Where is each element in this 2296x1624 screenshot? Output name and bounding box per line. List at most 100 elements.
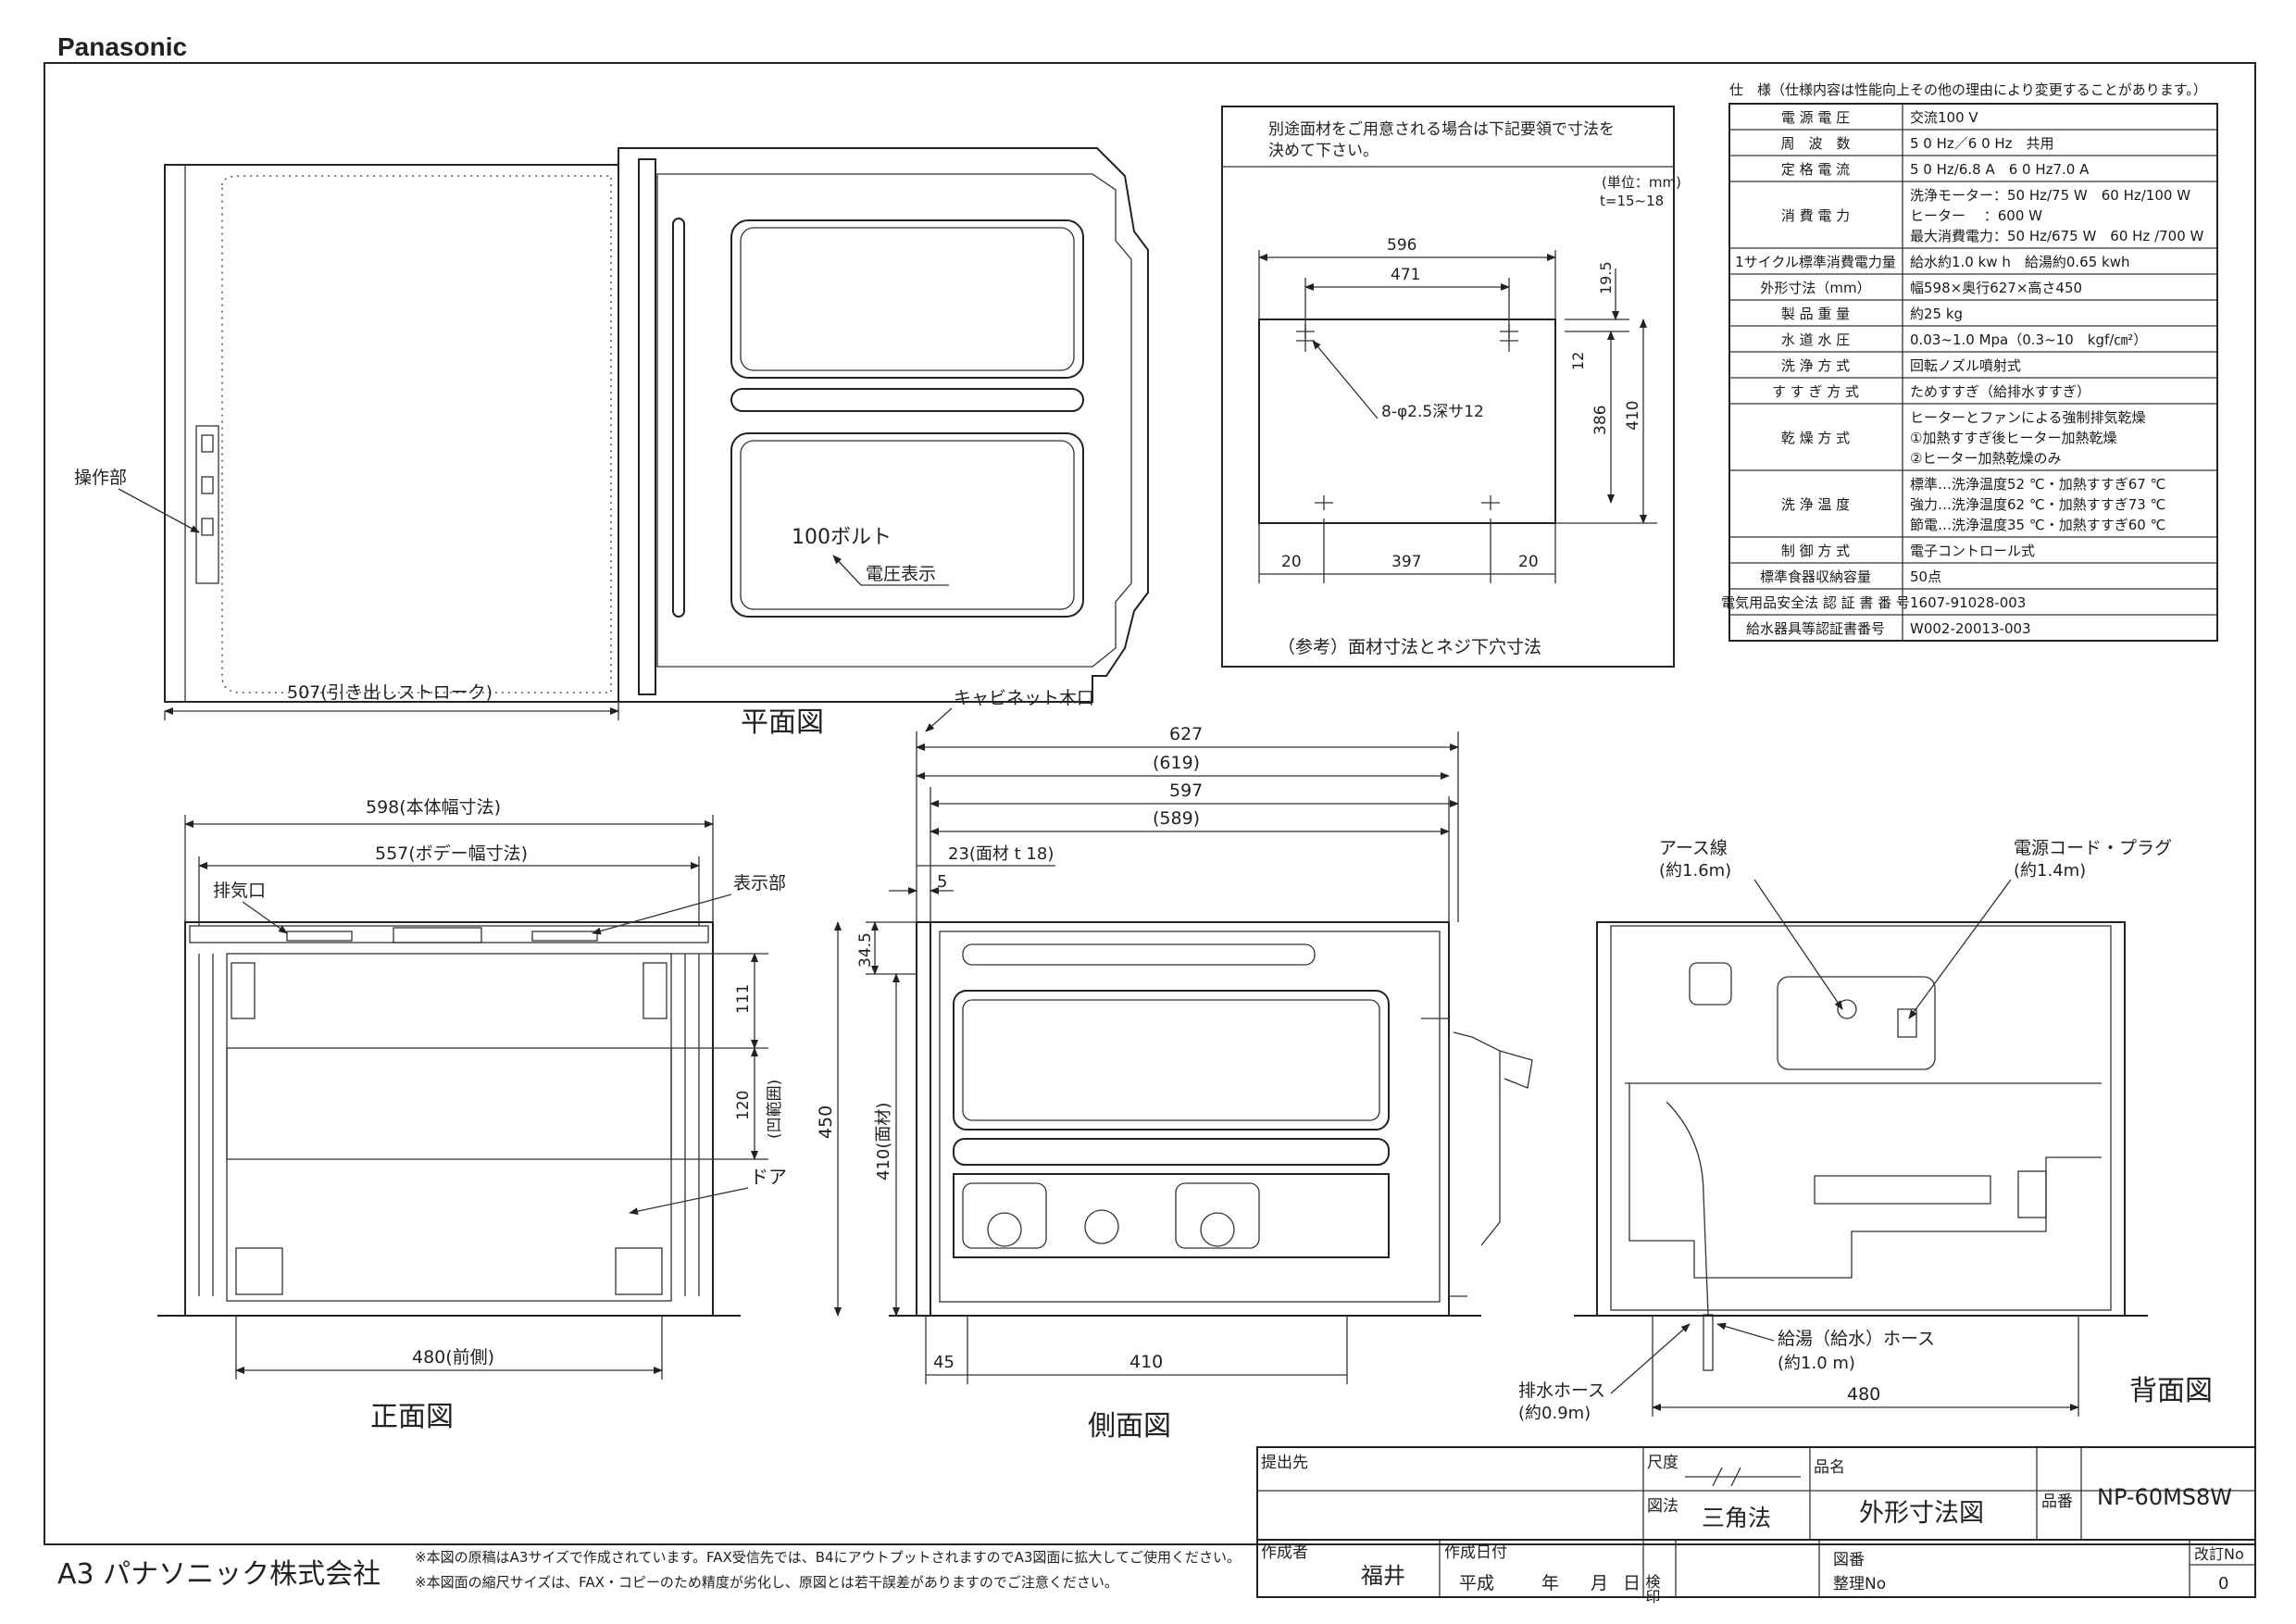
tb-author-label: 作成者 — [1261, 1543, 1308, 1562]
back-cord: 電源コード・プラグ — [2014, 838, 2172, 858]
front-exhaust: 排気口 — [213, 881, 266, 901]
tb-scale-label: 尺度 — [1647, 1454, 1678, 1472]
tb-check-label: 検印 — [1643, 1574, 1661, 1604]
spec-value: 5 0 Hz／6 0 Hz 共用 — [1910, 135, 2054, 152]
spec-label: 外形寸法（mm） — [1760, 280, 1870, 296]
note-dim-right: 20 — [1518, 553, 1539, 571]
note-dim-height: 410 — [1624, 401, 1642, 431]
front-door: ドア — [750, 1166, 787, 1188]
spec-table-frame — [1728, 103, 2218, 642]
side-view: キャビネット木口 627 (619) 597 (589) 23(面材 t 18)… — [816, 688, 1533, 1443]
spec-row: 乾 燥 方 式ヒーターとファンによる強制排気乾燥①加熱すすぎ後ヒーター加熱乾燥②… — [1729, 409, 2217, 471]
spec-label: 周 波 数 — [1780, 135, 1850, 152]
plan-view: 操作部 100ボルト 電圧表示 507(引き出しストローク) 平面図 — [74, 147, 1149, 739]
side-d589: (589) — [1153, 808, 1200, 829]
front-view-title: 正面図 — [370, 1401, 454, 1433]
tb-model-label: 品番 — [2041, 1493, 2073, 1511]
spec-label: 乾 燥 方 式 — [1781, 430, 1850, 446]
note-dim-gap: 12 — [1569, 352, 1587, 370]
plan-stroke-dim: 507(引き出しストローク) — [287, 682, 493, 703]
front-body-width: 598(本体幅寸法) — [366, 797, 501, 818]
note-line-1: 別途面材をご用意される場合は下記要領で寸法を — [1268, 120, 1615, 139]
spec-label: 定 格 電 流 — [1781, 161, 1850, 178]
back-width: 480 — [1847, 1384, 1880, 1405]
spec-row: 定 格 電 流 5 0 Hz/6.8 A 6 0 Hz7.0 A — [1729, 161, 2217, 182]
spec-value: 節電…洗浄温度35 ℃・加熱すすぎ60 ℃ — [1910, 517, 2165, 533]
spec-value: 5 0 Hz/6.8 A 6 0 Hz7.0 A — [1910, 161, 2090, 178]
note-dim-top: 19.5 — [1597, 261, 1615, 294]
note-unit: (単位：mm) — [1602, 174, 1681, 191]
spec-label: す す ぎ 方 式 — [1772, 383, 1859, 400]
panel-note: 別途面材をご用意される場合は下記要領で寸法を 決めて下さい。 (単位：mm) t… — [1221, 106, 1681, 668]
tb-day: 日 — [1623, 1573, 1641, 1593]
spec-value: 幅598×奥行627×高さ450 — [1910, 280, 2082, 296]
note-hole-spec: 8-φ2.5深サ12 — [1381, 403, 1484, 421]
spec-label: 洗 浄 方 式 — [1781, 357, 1850, 374]
tb-drawing-no-label: 図番 — [1833, 1551, 1865, 1569]
plan-view-title: 平面図 — [741, 706, 824, 739]
back-cord-len: (約1.4m) — [2014, 861, 2086, 881]
front-view: 598(本体幅寸法) 557(ボデー幅寸法) 排気口 表示部 ドア 111 12… — [157, 797, 787, 1433]
company-name: A3 パナソニック株式会社 — [57, 1558, 381, 1591]
back-drain: 排水ホース — [1518, 1380, 1605, 1401]
spec-row: す す ぎ 方 式 ためすすぎ（給排水すすぎ） — [1729, 383, 2217, 405]
footer-note-2: ※本図面の縮尺サイズは、FAX・コピーのため精度が劣化し、原図とは若干誤差があり… — [415, 1574, 1118, 1591]
spec-row: 制 御 方 式 電子コントロール式 — [1729, 543, 2217, 564]
side-d410: 410 — [1129, 1352, 1163, 1372]
spec-label: 電 源 電 圧 — [1781, 109, 1850, 126]
spec-value: ヒーター ：600 W — [1910, 207, 2042, 224]
back-supply: 給湯（給水）ホース — [1778, 1329, 1935, 1349]
front-display: 表示部 — [733, 873, 786, 893]
spec-value: ヒーターとファンによる強制排気乾燥 — [1910, 409, 2146, 426]
tb-revision: 0 — [2218, 1574, 2228, 1593]
front-dim-111: 111 — [734, 984, 753, 1014]
spec-label: 標準食器収納容量 — [1760, 568, 1871, 585]
spec-label: 給水器具等認証書番号 — [1746, 620, 1885, 637]
tb-year: 年 — [1541, 1573, 1559, 1593]
side-panel-h: 410(面材) — [874, 1103, 893, 1181]
front-width: 480(前側) — [412, 1347, 494, 1368]
tb-date-label: 作成日付 — [1444, 1543, 1507, 1562]
front-bodey-width: 557(ボデー幅寸法) — [375, 843, 528, 864]
side-view-title: 側面図 — [1088, 1410, 1171, 1443]
spec-row: 洗 浄 温 度 標準…洗浄温度52 ℃・加熱すすぎ67 ℃ 強力…洗浄温度62 ℃・… — [1729, 476, 2217, 538]
note-thickness: t=15~18 — [1600, 193, 1664, 209]
note-line-2: 決めて下さい。 — [1268, 142, 1379, 160]
spec-label: 制 御 方 式 — [1781, 543, 1850, 559]
spec-value: 交流100 V — [1910, 109, 1978, 126]
spec-row: 洗 浄 方 式 回転ノズル噴射式 — [1729, 357, 2217, 379]
title-block: 提出先 尺度 品名 図法 三角法 外形寸法図 品番 NP-60MS8W 作成者 … — [1256, 1446, 2256, 1604]
tb-month: 月 — [1591, 1573, 1608, 1593]
plan-voltage-label: 電圧表示 — [866, 564, 936, 584]
spec-label: 1サイクル標準消費電力量 — [1735, 254, 1896, 270]
spec-value: 強力…洗浄温度62 ℃・加熱すすぎ73 ℃ — [1910, 496, 2165, 513]
spec-value: 電子コントロール式 — [1910, 543, 2035, 559]
spec-value: 標準…洗浄温度52 ℃・加熱すすぎ67 ℃ — [1910, 476, 2165, 493]
spec-row: 周 波 数 5 0 Hz／6 0 Hz 共用 — [1729, 135, 2217, 156]
side-panel: 23(面材 t 18) — [948, 844, 1054, 864]
front-recess: (凹範囲) — [766, 1080, 784, 1139]
spec-value: 最大消費電力：50 Hz/675 W 60 Hz /700 W — [1910, 228, 2204, 244]
spec-value: ①加熱すすぎ後ヒーター加熱乾燥 — [1910, 430, 2116, 446]
note-dim-width: 596 — [1387, 236, 1416, 255]
spec-value: 洗浄モーター：50 Hz/75 W 60 Hz/100 W — [1910, 187, 2190, 204]
spec-label: 洗 浄 温 度 — [1781, 496, 1850, 513]
spec-row: 電 源 電 圧 交流100 V — [1729, 109, 2217, 131]
spec-value: 回転ノズル噴射式 — [1910, 357, 2021, 374]
footer-note-1: ※本図の原稿はA3サイズで作成されています。FAX受信先では、B4にアウトプット… — [415, 1549, 1241, 1566]
plan-voltage-text: 100ボルト — [792, 526, 892, 549]
spec-row: 外形寸法（mm） 幅598×奥行627×高さ450 — [1729, 280, 2217, 301]
spec-title: 仕 様（仕様内容は性能向上その他の理由により変更することがあります。） — [1729, 81, 2207, 98]
side-d619: (619) — [1153, 753, 1200, 773]
spec-value: ためすすぎ（給排水すすぎ） — [1910, 383, 2090, 400]
side-d597: 597 — [1169, 781, 1203, 801]
spec-label: 消 費 電 力 — [1781, 207, 1850, 224]
tb-era: 平成 — [1459, 1573, 1494, 1593]
side-d627: 627 — [1169, 724, 1203, 744]
back-earth: アース線 — [1659, 838, 1728, 858]
spec-row: 製 品 重 量約25 kg — [1729, 306, 2217, 327]
